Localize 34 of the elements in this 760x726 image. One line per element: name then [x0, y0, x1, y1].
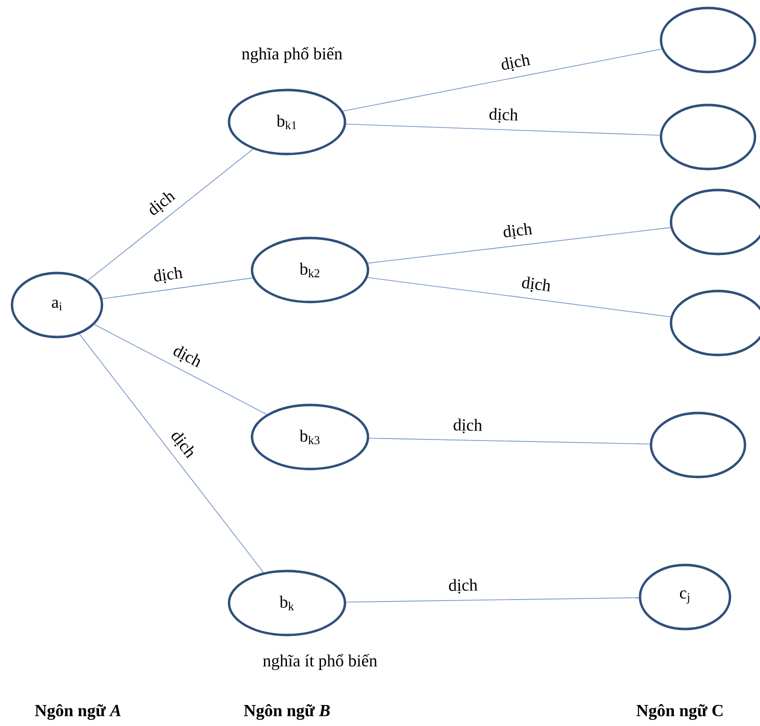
- connector-line: [342, 48, 662, 112]
- connector-line: [368, 438, 650, 444]
- empty-ellipse: [660, 104, 756, 170]
- edge-label: dịch: [154, 266, 183, 284]
- edge-label: dịch: [449, 578, 478, 594]
- connector-line: [79, 334, 264, 573]
- edge-label: dịch: [489, 108, 518, 123]
- edge-label: dịch: [149, 192, 176, 215]
- edge-label: dịch: [454, 418, 482, 434]
- edge-label: dịch: [504, 223, 532, 240]
- connector-line: [88, 148, 254, 281]
- language-label: Ngôn ngữ A: [34, 704, 121, 720]
- node-caption: nghĩa phổ biến: [242, 47, 342, 63]
- connector-line: [346, 597, 640, 602]
- edge-label: dịch: [172, 432, 194, 459]
- language-label: Ngôn ngữ B: [244, 704, 330, 720]
- ellipse-node: b$_{k3}$: [250, 404, 370, 470]
- ellipse-node: c$_{j}$: [638, 564, 732, 630]
- edge-label: dịch: [174, 346, 200, 368]
- empty-ellipse: [660, 6, 756, 74]
- node-caption: nghĩa ít phổ biến: [263, 654, 378, 670]
- connector-line: [367, 277, 672, 318]
- ellipse-node: b$_{k2}$: [250, 236, 370, 304]
- ellipse-node: b$_{k1}$: [228, 88, 346, 156]
- connector-line: [368, 227, 671, 264]
- connector-line: [102, 278, 253, 300]
- edge-label: dịch: [502, 54, 531, 71]
- connector-line: [346, 124, 660, 136]
- language-label: Ngôn ngữ C: [636, 704, 723, 720]
- empty-ellipse: [650, 412, 746, 478]
- edge-label: dịch: [522, 276, 550, 292]
- ellipse-node: a$_{i}$: [10, 272, 104, 338]
- connector-line: [94, 324, 268, 415]
- ellipse-node: b$_{k}$: [228, 570, 346, 636]
